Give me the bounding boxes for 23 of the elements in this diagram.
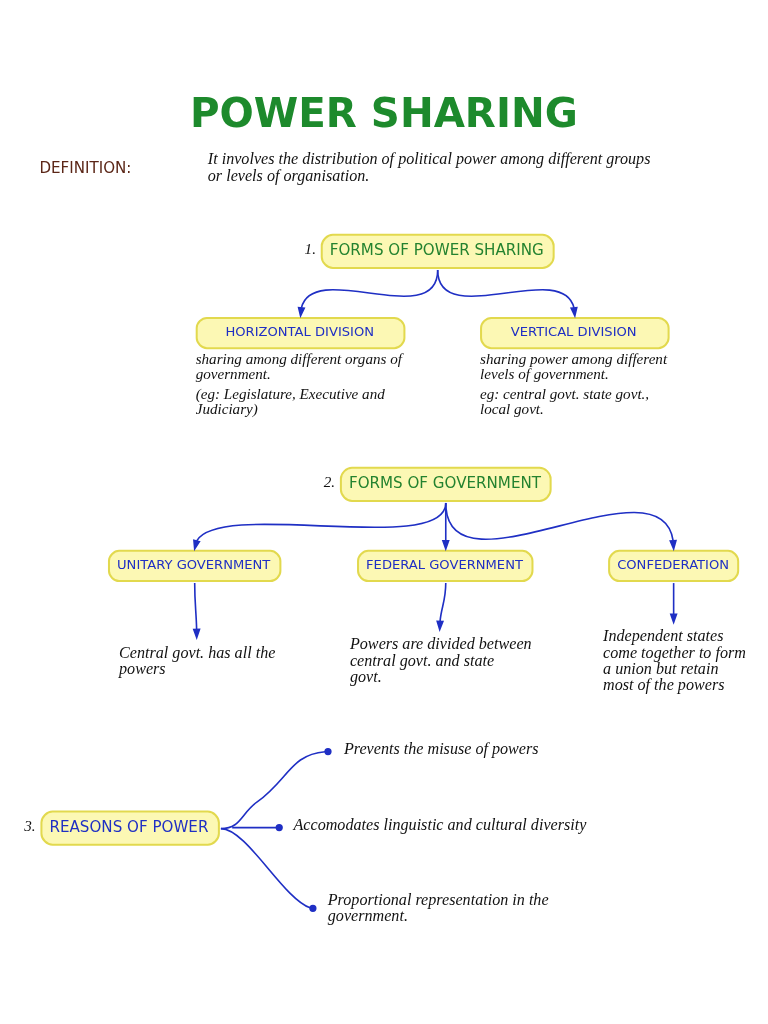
node-text: Independent states come together to form a union but retain most of the powers <box>603 627 746 693</box>
connector <box>231 823 283 832</box>
node-label: 3. <box>24 817 36 834</box>
connector <box>220 827 317 912</box>
node-text: Accomodates linguistic and cultural diversity <box>293 816 587 834</box>
arrow <box>192 582 201 640</box>
node-text: Powers are divided between central govt. and state govt. <box>349 635 532 685</box>
label: It involves the distribution of political power among different groups or levels of organisation. <box>207 150 651 184</box>
node-label: 2. <box>323 473 336 490</box>
arrow <box>436 582 447 632</box>
node-label: sharing power among different levels of government. <box>480 351 668 383</box>
node-text: Proportional representation in the government. <box>327 890 549 924</box>
node-label: sharing among different organs of government. <box>195 351 402 383</box>
diagram-title: POWER SHARING <box>189 90 578 138</box>
arrow <box>669 582 678 625</box>
node-text: Central govt. has all the powers <box>119 643 276 677</box>
label: DEFINITION: <box>39 158 132 177</box>
node-text: Prevents the misuse of powers <box>343 740 539 758</box>
arrow <box>436 269 578 319</box>
node-label: eg: central govt. state govt., local govt. <box>480 385 650 417</box>
arrow <box>444 502 677 552</box>
node-label: 1. <box>304 240 316 257</box>
node-label: (eg: Legislature, Executive and Judiciary) <box>195 385 385 417</box>
